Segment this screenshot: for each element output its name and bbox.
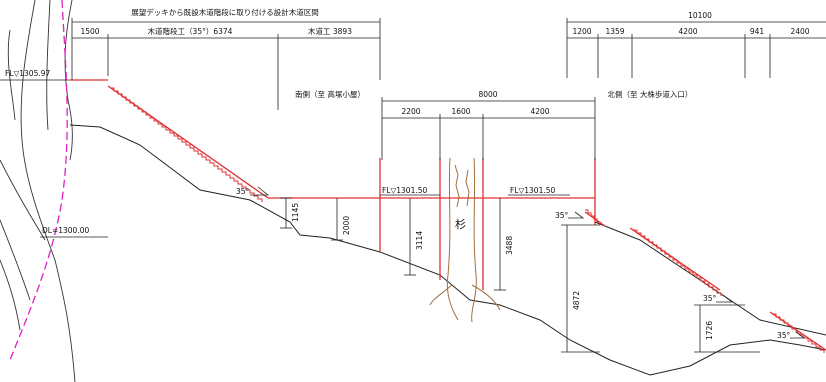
section-title: 展望デッキから既設木道階段に取り付ける設計木道区間: [131, 7, 319, 17]
fl-mid2-label: FL▽1301.50: [510, 186, 556, 195]
dim-top-right-4: 941: [750, 27, 765, 36]
dim-top-right-5: 2400: [790, 27, 809, 36]
vdim-3: 3114: [415, 231, 424, 250]
stair-steps: [110, 87, 825, 353]
dim-top-right-2: 1359: [605, 27, 624, 36]
dim-top-left-3: 木道工 3893: [308, 26, 352, 36]
angle-2: 35°: [555, 211, 569, 220]
vdim-1: 1145: [291, 203, 300, 222]
dim-top-right-total: 10100: [688, 11, 712, 20]
dim-mid-3: 4200: [530, 107, 549, 116]
ground-line-upper: [594, 221, 826, 336]
vdim-2: 2000: [342, 216, 351, 235]
vdim-5: 4872: [572, 291, 581, 310]
angle-3: 35°: [703, 294, 717, 303]
terrain-contours: [0, 0, 76, 382]
dim-mid-2: 1600: [451, 107, 470, 116]
vdim-6: 1726: [705, 321, 714, 340]
dim-top-left-2: 木道階段工（35°）6374: [148, 26, 233, 36]
structures: [70, 79, 826, 351]
fl-left-label: FL▽1305.97: [5, 69, 51, 78]
angle-4: 35°: [777, 331, 791, 340]
north-label: 北側（至 大株歩道入口）: [608, 89, 693, 99]
dim-top-right-3: 4200: [678, 27, 697, 36]
dim-top-right-1: 1200: [572, 27, 591, 36]
dl-label: DL=1300.00: [42, 226, 89, 235]
south-label: 南側（至 高塚小屋）: [295, 89, 365, 99]
tree: [429, 157, 501, 323]
dim-mid-1: 2200: [401, 107, 420, 116]
angle-1: 35°: [236, 187, 250, 196]
dim-mid-total: 8000: [478, 90, 497, 99]
tree-label: 杉: [455, 217, 466, 231]
vdim-4: 3488: [505, 236, 514, 255]
fl-mid1-label: FL▽1301.50: [382, 186, 428, 195]
dimension-lines: [0, 18, 826, 353]
boundary-line: [9, 0, 68, 361]
dim-top-left-1: 1500: [80, 27, 99, 36]
